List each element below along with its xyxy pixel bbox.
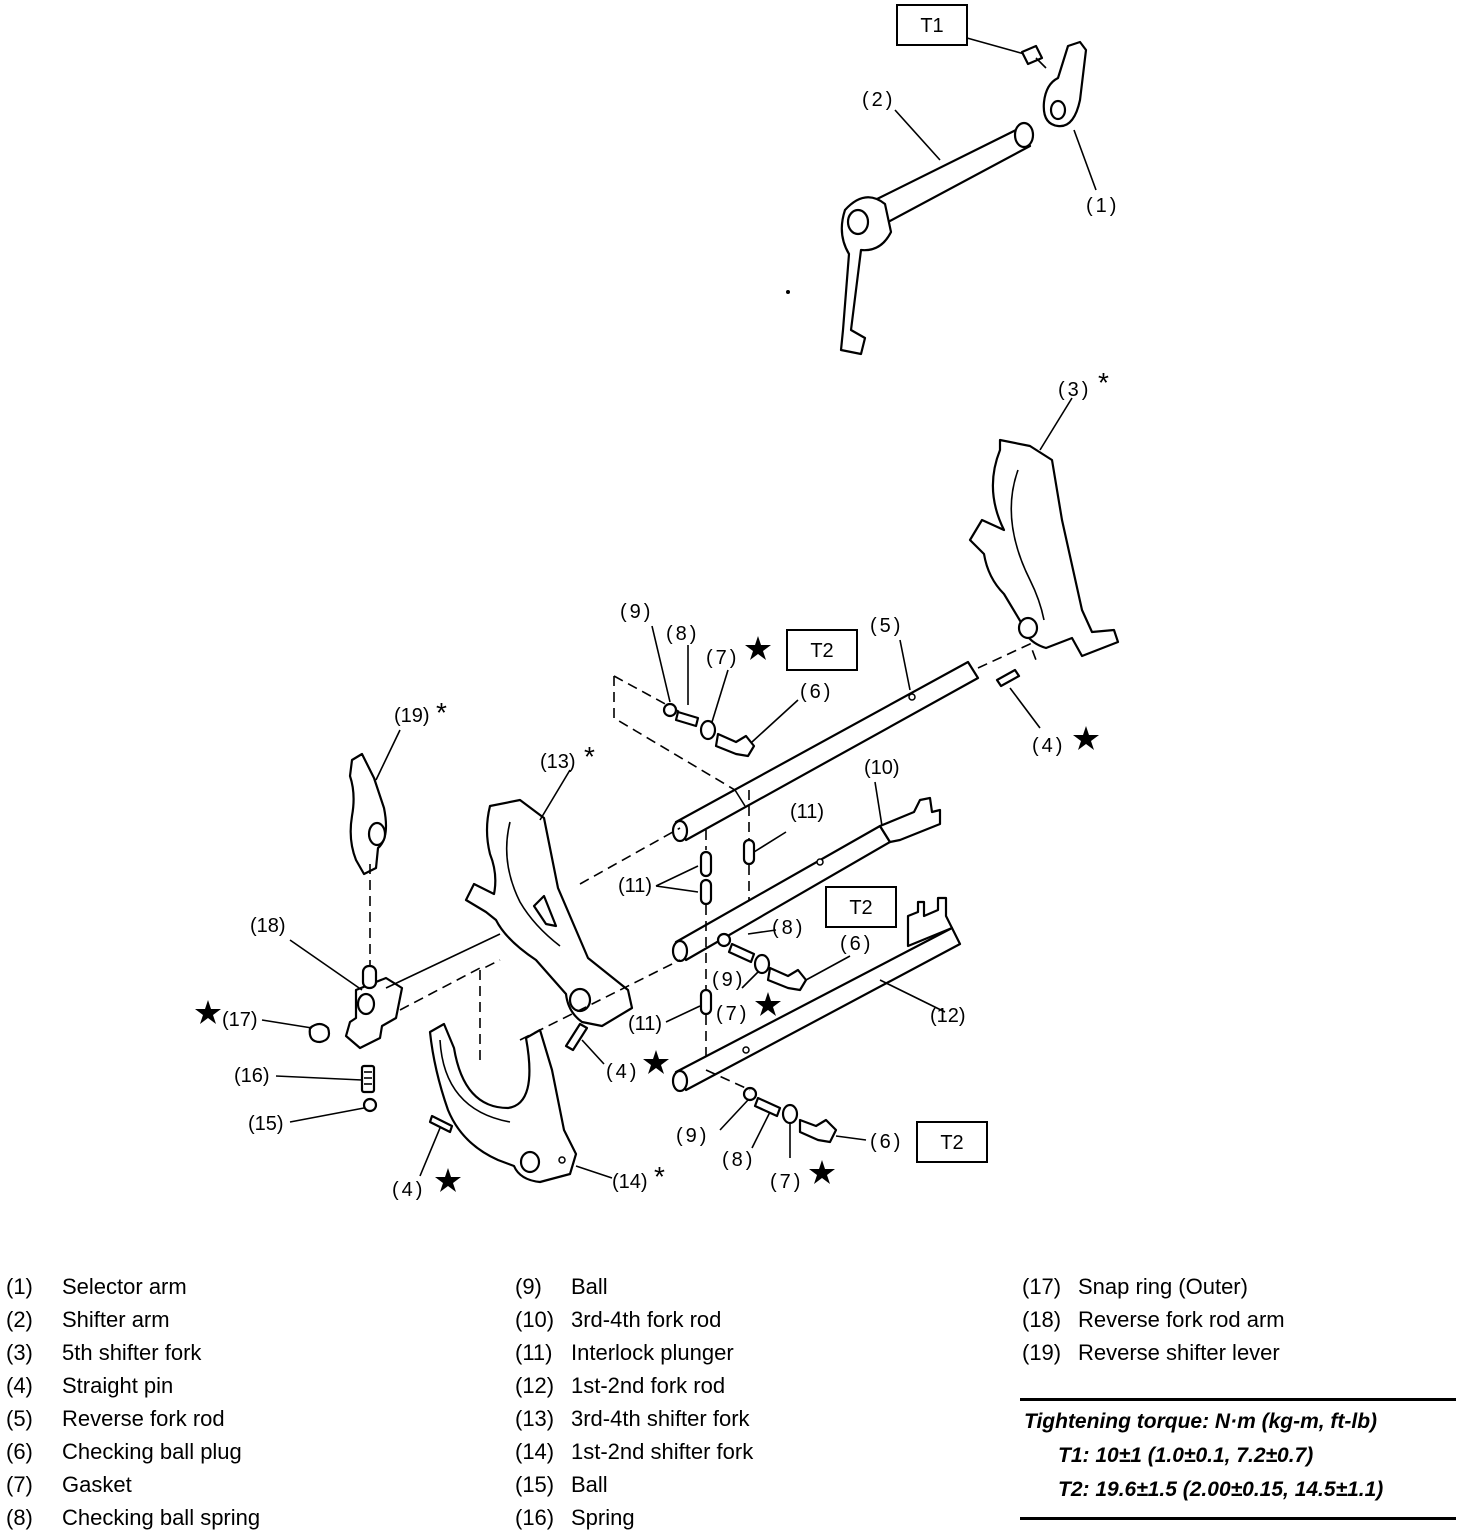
callout-6-middle: (6)	[840, 933, 873, 955]
callout-14-mark: *	[654, 1161, 665, 1192]
checking-ball-set-upper	[651, 625, 799, 758]
torque-heading: Tightening torque: N·m (kg-m, ft-lb)	[1024, 1410, 1378, 1433]
legend-item: (19)Reverse shifter lever	[1022, 1340, 1280, 1365]
callout-2: (2)	[862, 89, 895, 111]
star-icon	[195, 1000, 221, 1024]
third-fourth-fork-rod	[671, 781, 942, 963]
legend-item: (13)3rd-4th shifter fork	[515, 1406, 750, 1431]
callout-6-upper: (6)	[800, 681, 833, 703]
star-icon	[809, 1160, 835, 1184]
callout-3: (3)	[1058, 379, 1091, 401]
callout-7-lower: (7)	[770, 1171, 803, 1193]
callout-18: (18)	[250, 915, 286, 937]
third-fourth-shifter-fork	[464, 769, 681, 1028]
reverse-fork-rod-arm-assembly	[261, 729, 501, 1123]
straight-pin-right	[977, 642, 1041, 729]
torque-box-t2-upper: T2	[786, 629, 858, 671]
callout-11-right: (11)	[790, 801, 824, 823]
callout-6-lower: (6)	[870, 1131, 903, 1153]
callout-9-lower: (9)	[676, 1125, 709, 1147]
legend-column-1: (1)Selector arm (2)Shifter arm (3)5th sh…	[6, 1270, 260, 1534]
legend-item: (11)Interlock plunger	[515, 1340, 734, 1365]
callout-14: (14)	[612, 1171, 648, 1193]
legend-item: (9)Ball	[515, 1274, 608, 1299]
first-second-fork-rod	[671, 896, 962, 1093]
callout-17: (17)	[222, 1009, 258, 1031]
legend-item: (18)Reverse fork rod arm	[1022, 1307, 1285, 1332]
tightening-torque-box: Tightening torque: N·m (kg-m, ft-lb) T1:…	[1020, 1398, 1456, 1520]
callout-1: (1)	[1086, 195, 1119, 217]
legend-item: (16)Spring	[515, 1505, 635, 1530]
star-icon	[435, 1168, 461, 1192]
star-icons	[195, 636, 1099, 1192]
callout-13-mark: *	[584, 741, 595, 772]
star-icon	[745, 636, 771, 660]
torque-t1: T1: 10±1 (1.0±0.1, 7.2±0.7)	[1058, 1444, 1314, 1467]
callout-15: (15)	[248, 1113, 284, 1135]
legend-item: (6)Checking ball plug	[6, 1439, 242, 1464]
callout-12: (12)	[930, 1005, 966, 1027]
callout-16: (16)	[234, 1065, 270, 1087]
callout-11-lower: (11)	[628, 1013, 662, 1035]
legend-item: (10)3rd-4th fork rod	[515, 1307, 722, 1332]
callout-7-upper: (7)	[706, 647, 739, 669]
star-icon	[1073, 726, 1099, 750]
callout-19-mark: *	[436, 697, 447, 728]
callout-9-upper: (9)	[620, 601, 653, 623]
legend-item: (7)Gasket	[6, 1472, 132, 1497]
fifth-shifter-fork	[968, 397, 1120, 658]
first-second-shifter-fork	[419, 959, 681, 1184]
interlock-plungers	[655, 790, 787, 1070]
legend-item: (3)5th shifter fork	[6, 1340, 202, 1365]
legend-item: (8)Checking ball spring	[6, 1505, 261, 1530]
callout-4-middle: (4)	[606, 1061, 639, 1083]
legend-item: (5)Reverse fork rod	[6, 1406, 225, 1431]
callout-7-middle: (7)	[716, 1003, 749, 1025]
legend-item: (2)Shifter arm	[6, 1307, 170, 1332]
reverse-fork-rod	[613, 639, 980, 843]
callout-10: (10)	[864, 757, 900, 779]
legend-item: (1)Selector arm	[6, 1274, 187, 1299]
checking-ball-set-middle	[716, 929, 851, 992]
callout-4-left: (4)	[392, 1179, 425, 1201]
legend-item: (17)Snap ring (Outer)	[1022, 1274, 1248, 1299]
svg-text:T2: T2	[940, 1132, 963, 1154]
torque-box-t1: T1	[896, 4, 968, 46]
torque-box-t2-middle: T2	[825, 886, 897, 928]
callout-8-lower: (8)	[722, 1149, 755, 1171]
legend-item: (15)Ball	[515, 1472, 608, 1497]
legend-item: (12)1st-2nd fork rod	[515, 1373, 726, 1398]
shifter-arm	[786, 109, 1035, 356]
svg-text:T2: T2	[810, 640, 833, 662]
parts-legend: (1)Selector arm (2)Shifter arm (3)5th sh…	[0, 1270, 1472, 1540]
checking-ball-set-lower	[705, 1069, 867, 1158]
callout-13: (13)	[540, 751, 576, 773]
callout-5: (5)	[870, 615, 903, 637]
star-icon	[643, 1050, 669, 1074]
torque-t2: T2: 19.6±1.5 (2.00±0.15, 14.5±1.1)	[1058, 1478, 1384, 1501]
callout-3-mark: *	[1098, 367, 1109, 398]
callout-9-middle: (9)	[712, 969, 745, 991]
straight-pin-middle	[564, 1022, 605, 1065]
callout-4-right: (4)	[1032, 735, 1065, 757]
callout-8-upper: (8)	[666, 623, 699, 645]
callout-8-middle: (8)	[772, 917, 805, 939]
svg-text:T2: T2	[849, 897, 872, 919]
legend-item: (4)Straight pin	[6, 1373, 174, 1398]
exploded-diagram: T1 T2 T2 T2	[195, 4, 1120, 1201]
selector-arm	[966, 37, 1097, 191]
legend-item: (14)1st-2nd shifter fork	[515, 1439, 754, 1464]
callout-19: (19)	[394, 705, 430, 727]
legend-column-2: (9)Ball (10)3rd-4th fork rod (11)Interlo…	[515, 1270, 753, 1534]
legend-column-3: (17)Snap ring (Outer) (18)Reverse fork r…	[1022, 1270, 1285, 1369]
torque-box-t2-lower: T2	[916, 1121, 988, 1163]
star-icon	[755, 992, 781, 1016]
callout-11-left: (11)	[618, 875, 652, 897]
svg-text:T1: T1	[920, 15, 943, 37]
